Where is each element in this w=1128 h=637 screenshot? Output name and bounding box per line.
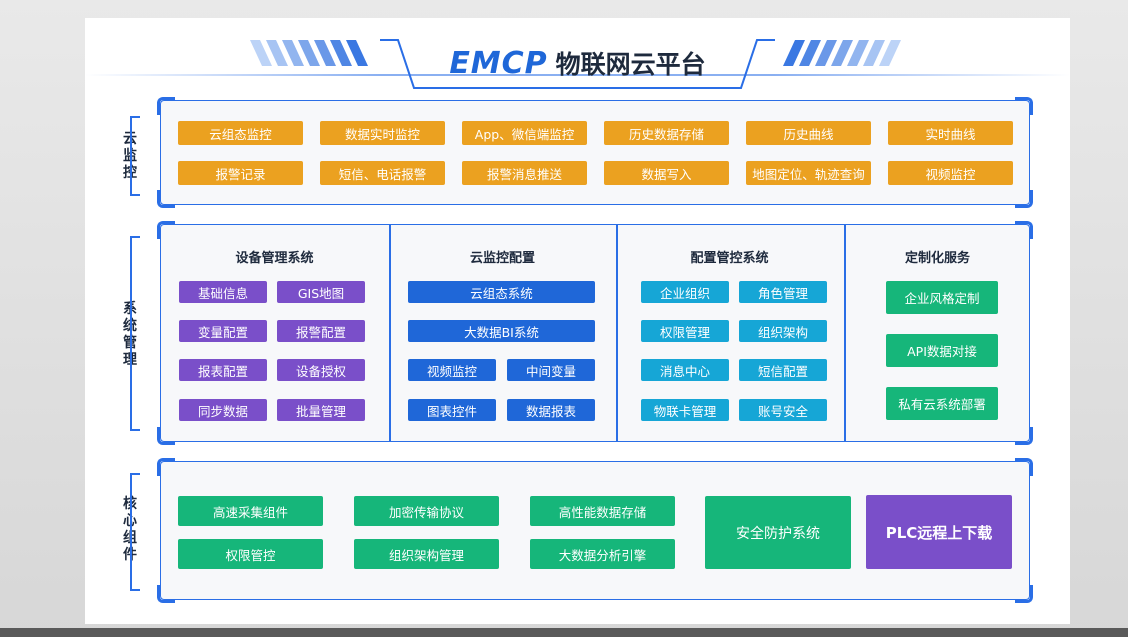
item-account-security[interactable]: 账号安全 — [739, 399, 827, 421]
item-data-write[interactable]: 数据写入 — [604, 161, 729, 185]
panel-cloud-monitoring: 云组态监控 数据实时监控 App、微信端监控 历史数据存储 历史曲线 实时曲线 … — [157, 97, 1033, 208]
item-realtime-curve[interactable]: 实时曲线 — [888, 121, 1013, 145]
diagram-canvas: EMCP 物联网云平台 云 监 控 云组态监控 数据实时监控 App、微信端监控… — [85, 18, 1070, 624]
item-basic-info[interactable]: 基础信息 — [179, 281, 267, 303]
item-bigdata-bi-system[interactable]: 大数据BI系统 — [408, 320, 595, 342]
item-variable-config[interactable]: 变量配置 — [179, 320, 267, 342]
item-permission-control[interactable]: 权限管控 — [178, 539, 323, 569]
header-title-frame — [380, 39, 775, 89]
column-title-cloud-monitor-config: 云监控配置 — [469, 251, 535, 266]
column-title-custom-service: 定制化服务 — [904, 251, 970, 266]
item-high-performance-storage[interactable]: 高性能数据存储 — [530, 496, 675, 526]
item-message-center[interactable]: 消息中心 — [641, 359, 729, 381]
row-label-core-components: 核 心 组 件 — [123, 496, 137, 563]
panel-system-management: 设备管理系统 基础信息 GIS地图 变量配置 报警配置 报表配置 设备授权 同步… — [157, 221, 1033, 445]
page-title: 物联网云平台 — [555, 50, 706, 79]
item-video-monitor[interactable]: 视频监控 — [888, 161, 1013, 185]
item-device-authorization[interactable]: 设备授权 — [277, 359, 365, 381]
row-bracket-system-management — [130, 236, 140, 431]
item-cloud-scada-system[interactable]: 云组态系统 — [408, 281, 595, 303]
item-intermediate-variable[interactable]: 中间变量 — [507, 359, 595, 381]
item-security-system[interactable]: 安全防护系统 — [705, 496, 851, 569]
item-cloud-scada-monitor[interactable]: 云组态监控 — [178, 121, 303, 145]
item-app-wechat-monitor[interactable]: App、微信端监控 — [462, 121, 587, 145]
item-iot-card-management[interactable]: 物联卡管理 — [641, 399, 729, 421]
bottom-bar — [0, 628, 1128, 637]
item-org-structure-management[interactable]: 组织架构管理 — [354, 539, 499, 569]
item-api-data-integration[interactable]: API数据对接 — [886, 334, 998, 367]
item-batch-management[interactable]: 批量管理 — [277, 399, 365, 421]
item-alarm-config[interactable]: 报警配置 — [277, 320, 365, 342]
item-history-curve[interactable]: 历史曲线 — [746, 121, 871, 145]
panel-core-components: 高速采集组件 加密传输协议 高性能数据存储 权限管控 组织架构管理 大数据分析引… — [157, 458, 1033, 603]
item-enterprise-org[interactable]: 企业组织 — [641, 281, 729, 303]
item-high-speed-collection[interactable]: 高速采集组件 — [178, 496, 323, 526]
row-bracket-core-components — [130, 473, 140, 591]
item-history-storage[interactable]: 历史数据存储 — [604, 121, 729, 145]
column-title-device-management: 设备管理系统 — [235, 251, 314, 266]
item-realtime-data-monitor[interactable]: 数据实时监控 — [320, 121, 445, 145]
item-chart-widget[interactable]: 图表控件 — [408, 399, 496, 421]
column-divider — [389, 225, 391, 441]
item-org-structure[interactable]: 组织架构 — [739, 320, 827, 342]
item-enterprise-style-custom[interactable]: 企业风格定制 — [886, 281, 998, 314]
column-divider — [616, 225, 618, 441]
header-stripes-right — [783, 40, 901, 66]
item-private-cloud-deploy[interactable]: 私有云系统部署 — [886, 387, 998, 420]
item-alarm-push[interactable]: 报警消息推送 — [462, 161, 587, 185]
item-sms-phone-alarm[interactable]: 短信、电话报警 — [320, 161, 445, 185]
header-stripes-left — [250, 40, 368, 66]
item-video-monitoring[interactable]: 视频监控 — [408, 359, 496, 381]
emcp-logo: EMCP — [449, 45, 548, 81]
header-title: EMCP 物联网云平台 — [380, 45, 775, 81]
item-alarm-records[interactable]: 报警记录 — [178, 161, 303, 185]
row-bracket-cloud-monitoring — [130, 116, 140, 196]
column-divider — [844, 225, 846, 441]
item-sync-data[interactable]: 同步数据 — [179, 399, 267, 421]
item-role-management[interactable]: 角色管理 — [739, 281, 827, 303]
item-gis-map[interactable]: GIS地图 — [277, 281, 365, 303]
column-title-config-control: 配置管控系统 — [690, 251, 769, 266]
item-map-location[interactable]: 地图定位、轨迹查询 — [746, 161, 871, 185]
item-report-config[interactable]: 报表配置 — [179, 359, 267, 381]
item-bigdata-analysis-engine[interactable]: 大数据分析引擎 — [530, 539, 675, 569]
item-data-report[interactable]: 数据报表 — [507, 399, 595, 421]
header-glow-line — [85, 74, 1070, 76]
item-plc-remote-load[interactable]: PLC远程上下载 — [866, 495, 1012, 569]
item-permission-management[interactable]: 权限管理 — [641, 320, 729, 342]
item-encrypted-transport[interactable]: 加密传输协议 — [354, 496, 499, 526]
item-sms-config[interactable]: 短信配置 — [739, 359, 827, 381]
